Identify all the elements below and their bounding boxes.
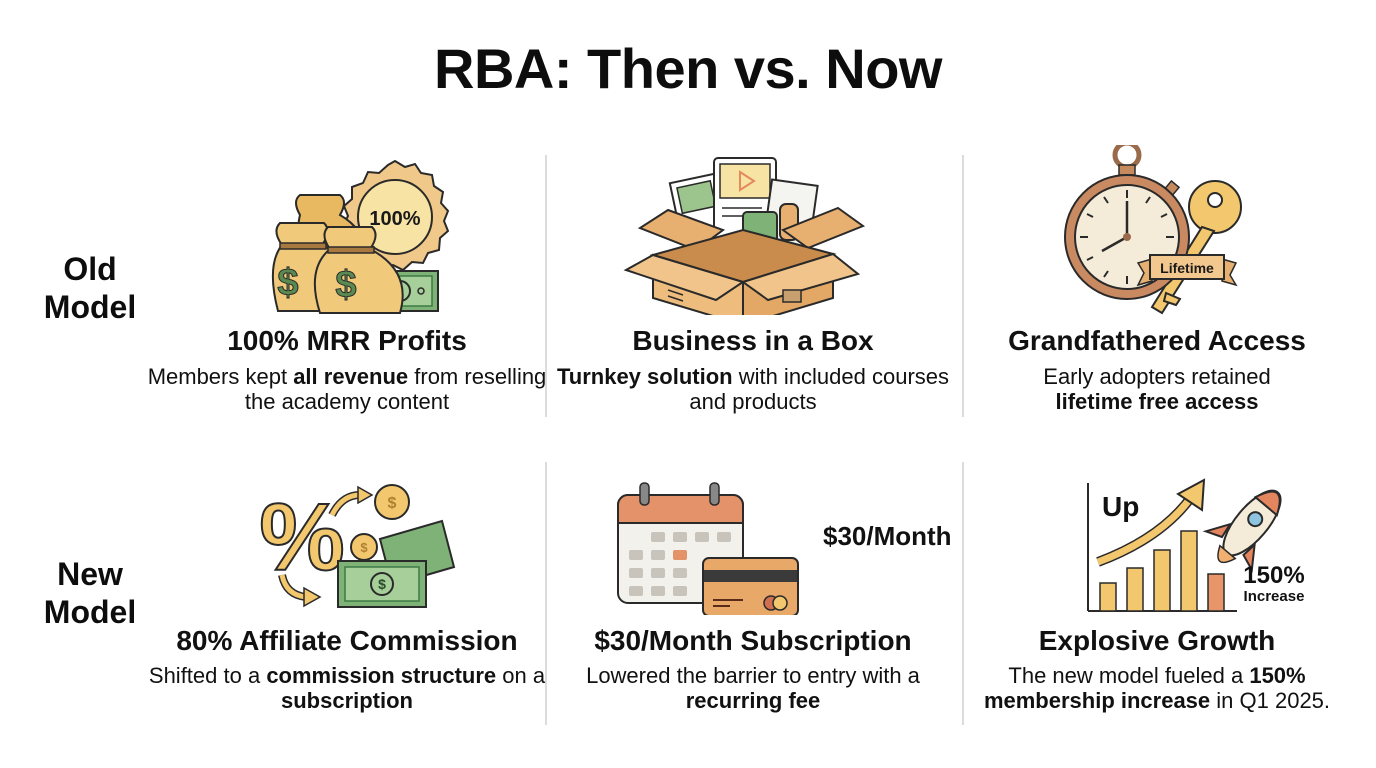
desc-text: Shifted to a [148,663,267,688]
desc-text: with included courses and products [689,364,950,414]
card-title: 100% MRR Profits [227,325,467,356]
money-bags-icon: 100% $ $ $ [271,159,450,314]
svg-text:Increase: Increase [1244,588,1305,605]
column-divider [545,462,547,725]
card-business-in-a-box: Business in a Box Turnkey solution with … [548,140,958,430]
desc-text: from reselling the academy content [244,364,547,414]
svg-text:$: $ [360,540,368,555]
card-title: 80% Affiliate Commission [176,625,518,656]
desc-emphasis: recurring fee [685,688,821,713]
desc-emphasis: Turnkey solution [556,364,733,389]
svg-text:$: $ [378,576,386,592]
card-description: The new model fueled a 150% membership i… [952,663,1362,713]
desc-emphasis: 150% membership increase [983,663,1306,713]
card-title: Explosive Growth [1038,625,1276,656]
desc-emphasis: subscription [280,688,413,713]
column-divider [962,462,964,725]
desc-emphasis: lifetime free access [1055,389,1259,414]
stopwatch-key-icon: Lifetime [1064,145,1242,315]
desc-text: Lowered the barrier to entry with a [586,663,920,688]
card-explosive-growth: Up 150% Increase Explosive Growth The ne… [952,460,1362,725]
percent-commission-icon: % $ $ $ [258,483,456,608]
desc-text: The new model fueled a [1008,663,1250,688]
row-label-line: Model [43,594,137,630]
desc-text: on a [496,663,546,688]
card-title: $30/Month Subscription [594,625,912,656]
page-title: RBA: Then vs. Now [434,37,942,100]
card-grandfathered-access: Lifetime Grandfathered Access Early adop… [952,140,1362,430]
svg-text:$30/Month: $30/Month [823,521,952,551]
desc-text: Members kept [147,364,294,389]
svg-text:Lifetime: Lifetime [1160,260,1214,276]
card-description: Turnkey solution with included courses a… [548,364,958,414]
card-affiliate-commission: % $ $ $ 80% Affiliate Commission Shifted… [142,460,552,725]
column-divider [962,155,964,417]
row-label-line: New [57,556,123,592]
card-description: Lowered the barrier to entry with a recu… [548,663,958,713]
desc-text: in Q1 2025. [1210,688,1331,713]
open-box-icon [623,157,866,315]
row-label-old: Old Model [0,250,180,326]
card-description: Early adopters retained lifetime free ac… [952,364,1362,414]
row-label-line: Old [63,251,117,287]
svg-text:100%: 100% [369,208,420,230]
column-divider [545,155,547,417]
growth-rocket-icon: Up 150% Increase [1087,478,1305,612]
desc-emphasis: commission structure [266,663,497,688]
card-description: Members kept all revenue from reselling … [142,364,552,414]
svg-text:%: % [259,484,344,591]
svg-text:$: $ [277,262,298,304]
svg-text:Up: Up [1102,491,1139,522]
row-label-line: Model [43,289,137,325]
svg-text:$: $ [388,495,397,512]
card-description: Shifted to a commission structure on a s… [142,663,552,713]
svg-text:$: $ [335,264,356,306]
card-title: Grandfathered Access [1008,325,1306,356]
card-subscription: $30/Month $30/Month Subscription Lowered… [548,460,958,725]
svg-text:150%: 150% [1243,562,1304,589]
card-mrr-profits: 100% $ $ $ 100% MRR Profits Members kept… [142,140,552,430]
desc-text: Early adopters retained [1043,364,1271,389]
calendar-card-icon: $30/Month [617,482,952,615]
desc-emphasis: all revenue [293,364,409,389]
card-title: Business in a Box [632,325,874,356]
row-label-new: New Model [0,555,180,631]
